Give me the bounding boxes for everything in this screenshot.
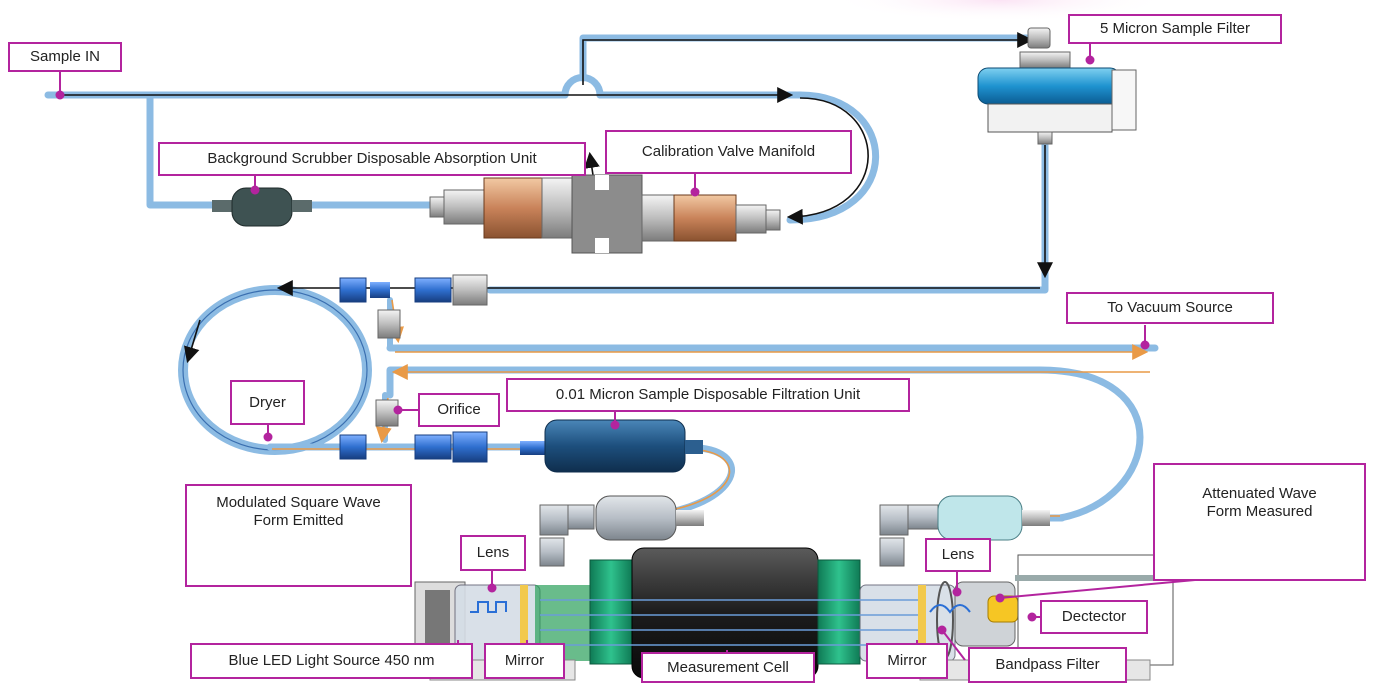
sample-in-label: Sample IN (8, 42, 122, 72)
modulated-wave-label: Modulated Square Wave Form Emitted (185, 484, 412, 587)
bandpass-label: Bandpass Filter (968, 647, 1127, 683)
attenuated-wave-label: Attenuated Wave Form Measured (1153, 463, 1366, 581)
detector-label: Dectector (1040, 600, 1148, 634)
modulated-wave-line-1: Modulated Square Wave (216, 494, 381, 511)
dryer-top-fittings (339, 274, 488, 339)
cell-ports (539, 495, 1050, 567)
modulated-wave-line-2: Form Emitted (253, 512, 344, 529)
mirror-right-label: Mirror (866, 643, 948, 679)
tubing (44, 34, 1159, 522)
led-label: Blue LED Light Source 450 nm (190, 643, 473, 679)
cal-valve-label: Calibration Valve Manifold (605, 130, 852, 174)
scrubber-unit (212, 187, 312, 227)
orifice-label: Orifice (418, 393, 500, 427)
attenuated-wave-line-2: Form Measured (1206, 503, 1313, 520)
cal-valve-assembly (429, 174, 781, 254)
sample-filter-label: 5 Micron Sample Filter (1068, 14, 1282, 44)
attenuated-wave-line-1: Attenuated Wave (1202, 485, 1317, 502)
dryer-label: Dryer (230, 380, 305, 425)
filtration-label: 0.01 Micron Sample Disposable Filtration… (506, 378, 910, 412)
mirror-left-label: Mirror (484, 643, 565, 679)
sample-filter (977, 27, 1137, 145)
dryer-bottom-fittings (339, 399, 546, 463)
measurement-cell-label: Measurement Cell (641, 652, 815, 683)
filtration-unit (544, 419, 703, 473)
lens-left-label: Lens (460, 535, 526, 571)
lens-right-label: Lens (925, 538, 991, 572)
vacuum-label: To Vacuum Source (1066, 292, 1274, 324)
scrubber-label: Background Scrubber Disposable Absorptio… (158, 142, 586, 176)
